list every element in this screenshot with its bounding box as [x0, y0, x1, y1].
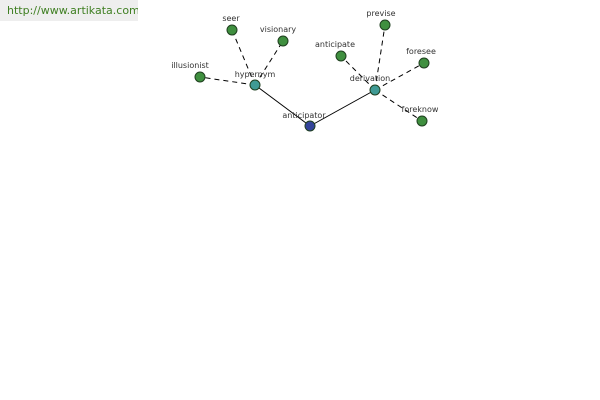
node-previse[interactable]	[379, 19, 391, 31]
node-foresee[interactable]	[418, 57, 430, 69]
node-visionary[interactable]	[277, 35, 289, 47]
edge-derivation-anticipate	[340, 55, 376, 91]
site-url-link[interactable]: http://www.artikata.com	[0, 0, 138, 21]
edge-derivation-previse	[374, 24, 386, 91]
labels-layer: anticipator hypernym derivation seer visiona…	[171, 9, 439, 120]
node-label-visionary[interactable]: visionary	[260, 25, 297, 34]
edge-derivation-foreknow	[374, 89, 423, 122]
node-seer[interactable]	[226, 24, 238, 36]
node-derivation[interactable]	[369, 84, 381, 96]
node-label-foreknow[interactable]: foreknow	[402, 105, 439, 114]
edge-hypernym-illusionist	[199, 76, 256, 86]
node-foreknow[interactable]	[416, 115, 428, 127]
edge-anticipator-hypernym	[254, 84, 311, 127]
node-label-seer[interactable]: seer	[222, 14, 240, 23]
node-label-previse[interactable]: previse	[366, 9, 395, 18]
node-label-anticipate[interactable]: anticipate	[315, 40, 355, 49]
node-label-foresee[interactable]: foresee	[406, 47, 436, 56]
edge-anticipator-derivation	[309, 89, 376, 127]
edge-derivation-foresee	[374, 62, 425, 91]
node-label-hypernym[interactable]: hypernym	[235, 70, 276, 79]
node-illusionist[interactable]	[194, 71, 206, 83]
nodes-layer	[194, 19, 430, 132]
edges-layer	[199, 24, 425, 127]
edge-hypernym-seer	[231, 29, 256, 86]
node-anticipate[interactable]	[335, 50, 347, 62]
node-label-derivation[interactable]: derivation	[350, 74, 390, 83]
node-hypernym[interactable]	[249, 79, 261, 91]
node-label-illusionist[interactable]: illusionist	[171, 61, 209, 70]
node-anticipator[interactable]	[304, 120, 316, 132]
node-label-anticipator[interactable]: anticipator	[282, 111, 326, 120]
